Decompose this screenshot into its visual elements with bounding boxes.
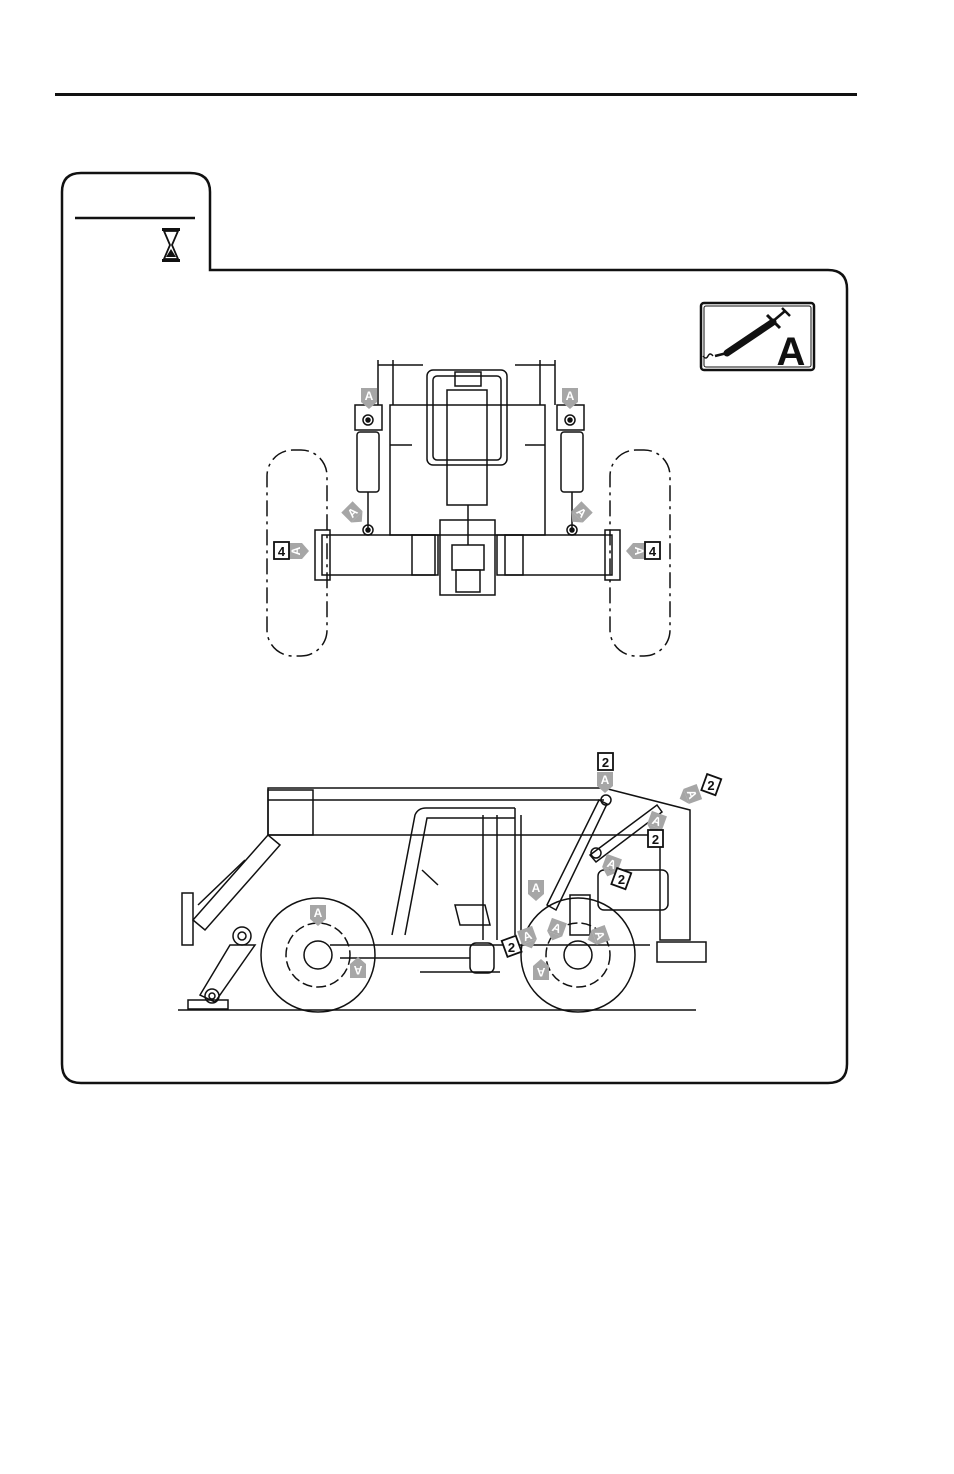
front-qty-right: 4 bbox=[645, 542, 660, 559]
front-qty-left: 4 bbox=[274, 542, 289, 559]
boom-qty-rear: 2 bbox=[701, 774, 721, 795]
side-view-drawing bbox=[178, 788, 706, 1012]
hourglass-icon bbox=[162, 228, 180, 262]
grease-badge-letter: A bbox=[777, 330, 806, 374]
boom-qty-rear-label: 2 bbox=[707, 778, 714, 793]
driveline-qty: 2 bbox=[502, 936, 522, 957]
boom-qty-top-label: 2 bbox=[602, 755, 609, 770]
boom-qty-low-label: 2 bbox=[618, 872, 625, 887]
grease-badge: A bbox=[701, 303, 814, 374]
front-qty-right-label: 4 bbox=[649, 544, 657, 559]
driveline-qty-label: 2 bbox=[508, 940, 515, 955]
boom-qty-mid: 2 bbox=[648, 830, 663, 847]
boom-qty-top: 2 bbox=[598, 753, 613, 770]
boom-qty-mid-label: 2 bbox=[652, 832, 659, 847]
front-qty-left-label: 4 bbox=[278, 544, 286, 559]
front-view-drawing bbox=[267, 360, 670, 656]
